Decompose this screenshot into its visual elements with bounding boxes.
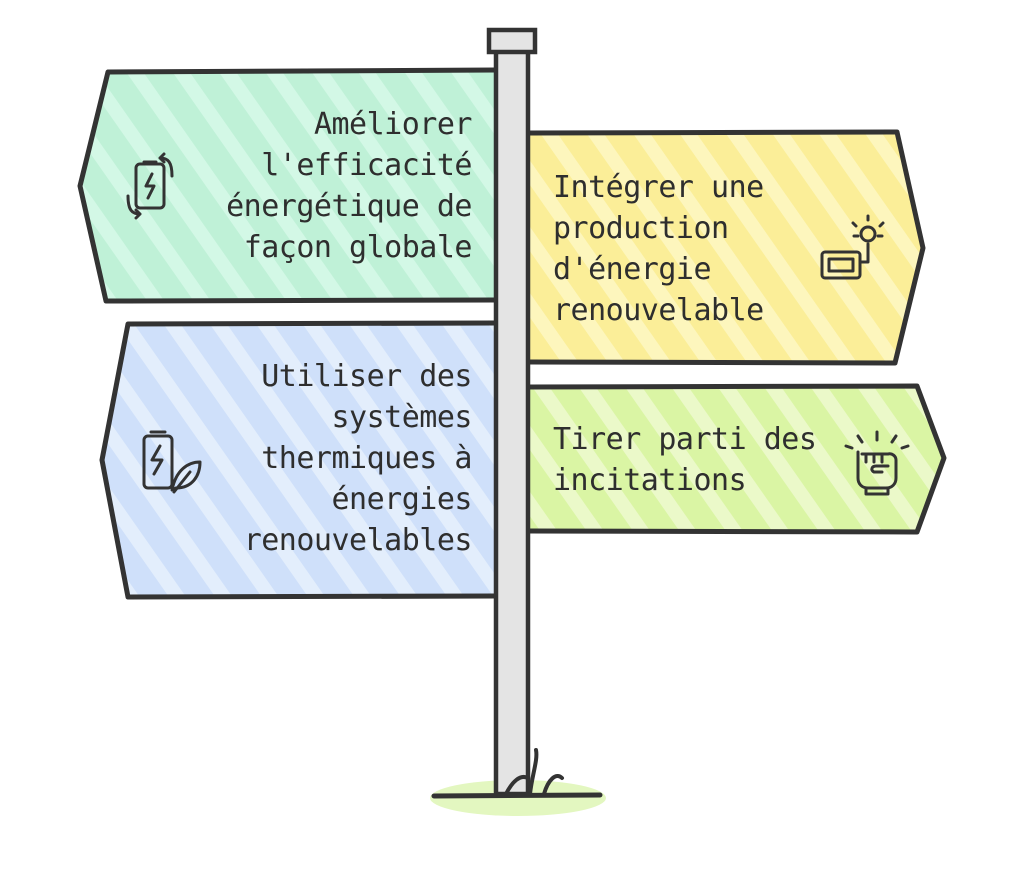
generator-lightbulb-icon <box>820 214 885 280</box>
sign-top-left <box>77 67 499 304</box>
sign-bottom-left <box>99 320 499 600</box>
sign-label-top-left: Améliorer l'efficacité énergétique de fa… <box>226 107 472 265</box>
grass-patch <box>430 780 606 816</box>
sign-label-top-right: Intégrer une production d'énergie renouv… <box>553 170 764 328</box>
ground <box>431 748 603 799</box>
post <box>486 27 538 797</box>
sign-label-bottom-right: Tirer parti des incitations <box>553 422 817 498</box>
sign-bottom-right <box>527 383 947 535</box>
sign-label-bottom-left: Utiliser des systèmes thermiques à énerg… <box>243 359 473 558</box>
battery-cycle-icon <box>126 152 174 220</box>
fist-icon <box>844 430 910 496</box>
battery-leaf-icon <box>142 430 202 494</box>
sign-top-right <box>527 129 926 366</box>
